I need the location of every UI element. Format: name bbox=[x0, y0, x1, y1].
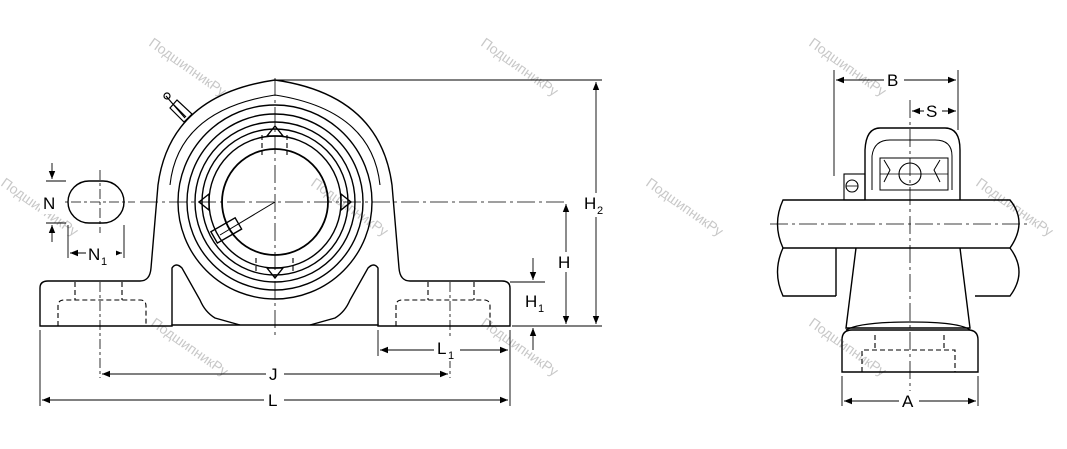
front-center-lines bbox=[52, 78, 568, 378]
watermark-8: ПодшипникРу bbox=[148, 314, 231, 379]
label-a: A bbox=[902, 392, 914, 411]
label-l1-sub: 1 bbox=[448, 350, 454, 362]
label-b: B bbox=[887, 71, 898, 90]
label-h1-sub: 1 bbox=[538, 303, 544, 315]
watermark-3: ПодшипникРу bbox=[806, 34, 889, 99]
label-h1: H bbox=[525, 292, 537, 311]
label-h: H bbox=[558, 253, 570, 272]
side-housing-inner bbox=[871, 139, 953, 190]
side-view bbox=[776, 127, 1020, 373]
housing-outline bbox=[39, 79, 511, 327]
side-base-bolt bbox=[861, 335, 956, 372]
watermark-9: ПодшипникРу bbox=[478, 314, 561, 379]
side-center-lines bbox=[770, 100, 1030, 394]
label-n1: N bbox=[88, 245, 100, 264]
front-labels: N N 1 H 2 H H 1 L 1 J L bbox=[40, 192, 612, 410]
side-pedestal bbox=[845, 247, 971, 329]
label-j: J bbox=[269, 365, 278, 384]
side-labels: B S A bbox=[884, 70, 942, 411]
label-h2-sub: 2 bbox=[597, 205, 603, 217]
bolt-hole-left bbox=[57, 299, 147, 326]
web-left bbox=[171, 264, 241, 326]
label-s: S bbox=[926, 102, 937, 121]
label-n1-sub: 1 bbox=[101, 256, 107, 268]
label-l: L bbox=[268, 391, 277, 410]
label-n: N bbox=[43, 194, 55, 213]
side-base-top bbox=[845, 321, 971, 331]
bolt-hole-right bbox=[395, 299, 491, 326]
watermark-6: ПодшипникРу bbox=[643, 174, 726, 239]
set-screw-right bbox=[340, 192, 353, 212]
label-l1: L bbox=[437, 339, 446, 358]
grease-fitting bbox=[163, 92, 193, 123]
watermark-1: ПодшипникРу bbox=[146, 34, 229, 99]
label-h2: H bbox=[584, 194, 596, 213]
front-dimensions bbox=[39, 79, 602, 406]
watermark-10: ПодшипникРу bbox=[806, 314, 889, 379]
side-housing-top bbox=[864, 127, 961, 200]
watermark-2: ПодшипникРу bbox=[478, 34, 561, 99]
web-right bbox=[309, 264, 379, 326]
side-base bbox=[841, 329, 979, 373]
shaft-lower bbox=[776, 247, 1020, 297]
side-collar bbox=[843, 173, 866, 201]
